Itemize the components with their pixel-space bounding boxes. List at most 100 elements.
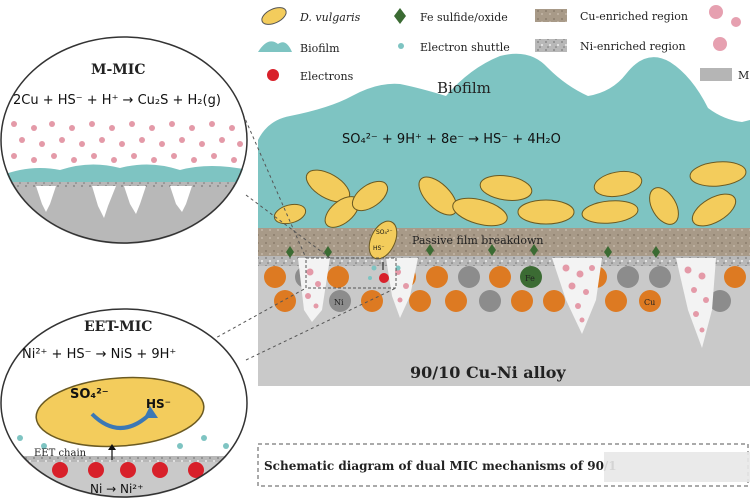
passive-film-layer [258,228,750,258]
eet-bacterium-cell [35,376,205,448]
eet-mic-shuttles [17,435,229,449]
electron [188,462,204,478]
pink-legend-dot-2 [731,17,741,27]
bacterium [517,199,575,225]
so4-small-label: SO₄²⁻ [376,229,393,236]
electron-legend-icon [267,69,279,81]
electron-shuttle [395,265,401,271]
cu-atom [605,290,627,312]
electron-shuttle [368,276,372,280]
bacteria-cluster [273,161,747,228]
cu-atom [511,290,533,312]
ni-reaction-label: Ni → Ni²⁺ [90,482,143,496]
legend-fe-sulfide: Fe sulfide/oxide [420,11,508,24]
fe-sulfide-deposits [286,244,660,258]
hs-small-label: HS⁻ [373,245,385,252]
pit [298,258,330,322]
m-mic-particles [11,121,243,163]
m-mic-inset: M-MIC 2Cu + HS⁻ + H⁺ → Cu₂S + H₂(g) [0,36,248,244]
m-mic-equation: 2Cu + HS⁻ + H⁺ → Cu₂S + H₂(g) [13,93,221,108]
cu-atom [426,266,448,288]
legend-biofilm: Biofilm [300,42,340,55]
legend-ni-enriched: Ni-enriched region [580,40,686,53]
main-section: Biofilm SO₄²⁻ + 9H⁺ + 8e⁻ → HS⁻ + 4H₂O P… [258,53,750,386]
fe-atom [520,266,542,288]
eet-chain-label: EET chain [34,448,87,459]
biofilm-label: Biofilm [437,79,491,97]
fe-label: Fe [525,274,535,283]
alloy-label: 90/10 Cu-Ni alloy [410,363,566,382]
cu-atom [543,290,565,312]
ni-atom [479,290,501,312]
shuttle-legend-icon [398,43,404,49]
biofilm-legend-icon [258,41,292,52]
legend-cu-enriched: Cu-enriched region [580,10,688,23]
cu-atom [724,266,746,288]
passive-film-label: Passive film breakdown [412,234,543,247]
ni-atom [649,266,671,288]
electron [52,462,68,478]
reduction-arrow [90,412,152,430]
cu-atom [361,290,383,312]
pink-legend-dot [709,5,723,19]
ni-label: Ni [334,298,344,307]
ni-atom [458,266,480,288]
bacterium [452,197,508,227]
legend-d-vulgaris: D. vulgaris [299,11,361,24]
cu-region-legend-icon [535,9,567,22]
cu-atom [274,290,296,312]
bacterium [691,193,737,227]
m-mic-title: M-MIC [91,62,146,78]
bacterium [649,187,679,225]
electron [88,462,104,478]
electron [16,462,32,478]
electron [152,462,168,478]
ni-atom [329,290,351,312]
caption-text: Schematic diagram of dual MIC mechanisms… [264,459,617,473]
fe-sulfide-legend-icon [394,8,406,24]
caption-box: Schematic diagram of dual MIC mechanisms… [257,443,750,487]
pit [552,258,602,334]
reduction-arrowhead [144,406,158,418]
eet-mic-inset: EET-MIC Ni²⁺ + HS⁻ → NiS + 9H⁺ SO₄²⁻ HS⁻… [0,308,248,498]
pink-legend-dot-3 [713,37,727,51]
ni-region-legend-icon [535,39,567,52]
bacterium [418,176,458,216]
zoom-region-marker [305,257,397,289]
electron [379,273,389,283]
bacterium [581,200,639,224]
connector-lines [211,97,397,361]
bacterium [479,175,533,201]
pit [676,258,716,348]
legend: D. vulgaris Biofilm Electrons Fe sulfide… [258,5,749,83]
eet-arrowhead [108,444,116,450]
watermark-overlay [604,452,750,482]
legend-cut-label: M [738,69,749,82]
cu-atom [639,290,661,312]
cu-atom [445,290,467,312]
ni-atom [617,266,639,288]
bacterium [273,203,307,225]
matrix-legend-icon [700,68,732,81]
electron-shuttle [371,265,377,271]
cu-atom [327,266,349,288]
electron [120,462,136,478]
bacteria-legend-icon [261,7,287,25]
legend-shuttle: Electron shuttle [420,41,510,54]
eet-mic-title: EET-MIC [84,319,152,335]
eet-so4-label: SO₄²⁻ [70,387,109,402]
cu-atom [264,266,286,288]
eet-mic-equation: Ni²⁺ + HS⁻ → NiS + 9H⁺ [22,347,176,362]
bacterium [593,170,643,198]
cu-atom [409,290,431,312]
sulfate-equation: SO₄²⁻ + 9H⁺ + 8e⁻ → HS⁻ + 4H₂O [342,132,561,147]
legend-electrons: Electrons [300,70,354,83]
bacterium [689,161,747,187]
eet-hs-label: HS⁻ [146,397,171,411]
pit [386,258,418,318]
ni-enriched-band [258,256,750,266]
eet-bacterium: SO₄²⁻ HS⁻ [368,220,401,283]
cu-atom [489,266,511,288]
